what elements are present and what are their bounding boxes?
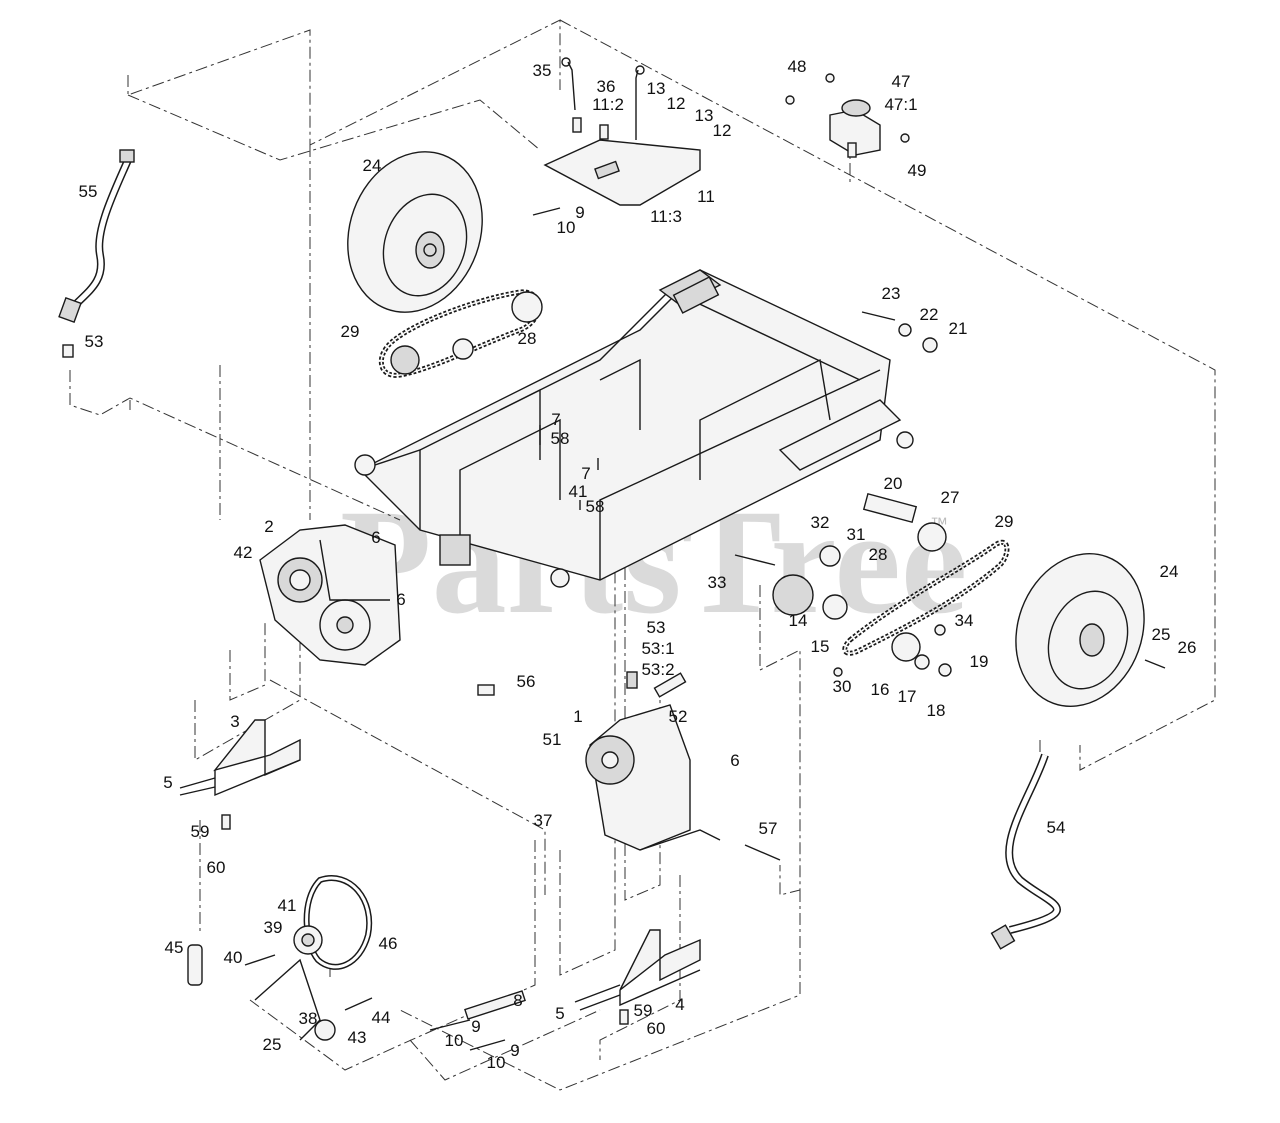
callout-25: 25 bbox=[263, 1035, 282, 1054]
callout-45: 45 bbox=[165, 938, 184, 957]
callout-47: 47 bbox=[892, 72, 911, 91]
callout-49: 49 bbox=[908, 161, 927, 180]
callout-54: 54 bbox=[1047, 818, 1066, 837]
transmission-right bbox=[585, 671, 721, 851]
oil-reservoir bbox=[829, 99, 881, 158]
callout-60: 60 bbox=[647, 1019, 666, 1038]
callout-51: 51 bbox=[543, 730, 562, 749]
frame-chassis bbox=[354, 269, 914, 588]
callout-11-3: 11:3 bbox=[650, 207, 682, 226]
wheel-right bbox=[1015, 552, 1145, 708]
callout-11: 11 bbox=[697, 187, 715, 206]
bracket-plate bbox=[543, 57, 701, 206]
callout-43: 43 bbox=[348, 1028, 367, 1047]
callout-7: 7 bbox=[581, 464, 590, 483]
callout-56: 56 bbox=[517, 672, 536, 691]
fasteners bbox=[429, 73, 1166, 1051]
callout-9: 9 bbox=[471, 1017, 480, 1036]
callout-58: 58 bbox=[586, 497, 605, 516]
callout-3: 3 bbox=[230, 712, 239, 731]
callout-16: 16 bbox=[871, 680, 890, 699]
callout-22: 22 bbox=[920, 305, 939, 324]
callout-2: 2 bbox=[264, 517, 273, 536]
callout-28: 28 bbox=[518, 329, 537, 348]
callout-4: 4 bbox=[675, 995, 684, 1014]
callout-10: 10 bbox=[445, 1031, 464, 1050]
callout-53-1: 53:1 bbox=[641, 639, 674, 658]
callout-26: 26 bbox=[1178, 638, 1197, 657]
callout-53: 53 bbox=[85, 332, 104, 351]
callout-5: 5 bbox=[163, 773, 172, 792]
callout-29: 29 bbox=[995, 512, 1014, 531]
callout-37: 37 bbox=[534, 811, 553, 830]
callout-15: 15 bbox=[811, 637, 830, 656]
wheel-top-left bbox=[347, 151, 483, 313]
callout-35: 35 bbox=[533, 61, 552, 80]
callout-52: 52 bbox=[669, 707, 688, 726]
callout-46: 46 bbox=[379, 934, 398, 953]
callout-10: 10 bbox=[557, 218, 576, 237]
callout-53: 53 bbox=[647, 618, 666, 637]
callout-10: 10 bbox=[487, 1053, 506, 1072]
transmission-left bbox=[259, 524, 401, 666]
callout-29: 29 bbox=[341, 322, 360, 341]
callout-6: 6 bbox=[396, 590, 405, 609]
belt-idler-assembly bbox=[187, 875, 526, 1041]
callout-34: 34 bbox=[955, 611, 974, 630]
callout-42: 42 bbox=[234, 543, 253, 562]
hose-left bbox=[58, 149, 135, 358]
callout-12: 12 bbox=[713, 121, 732, 140]
callout-58: 58 bbox=[551, 429, 570, 448]
callout-32: 32 bbox=[811, 513, 830, 532]
callout-18: 18 bbox=[927, 701, 946, 720]
callout-31: 31 bbox=[847, 525, 866, 544]
callout-30: 30 bbox=[833, 677, 852, 696]
callout-9: 9 bbox=[575, 203, 584, 222]
callout-13: 13 bbox=[647, 79, 666, 98]
mount-brackets bbox=[179, 719, 701, 1025]
callout-39: 39 bbox=[264, 918, 283, 937]
callout-59: 59 bbox=[191, 822, 210, 841]
callout-1: 1 bbox=[573, 707, 582, 726]
callout-24: 24 bbox=[363, 156, 382, 175]
hose-right bbox=[990, 753, 1061, 950]
callout-6: 6 bbox=[730, 751, 739, 770]
callout-12: 12 bbox=[667, 94, 686, 113]
callout-13: 13 bbox=[695, 106, 714, 125]
callout-33: 33 bbox=[708, 573, 727, 592]
callout-9: 9 bbox=[510, 1041, 519, 1060]
callout-48: 48 bbox=[788, 57, 807, 76]
callout-20: 20 bbox=[884, 474, 903, 493]
callout-5: 5 bbox=[555, 1004, 564, 1023]
callout-24: 24 bbox=[1160, 562, 1179, 581]
callout-59: 59 bbox=[634, 1001, 653, 1020]
callout-38: 38 bbox=[299, 1009, 318, 1028]
callout-44: 44 bbox=[372, 1008, 391, 1027]
callout-53-2: 53:2 bbox=[641, 660, 674, 679]
callout-21: 21 bbox=[949, 319, 968, 338]
callout-47-1: 47:1 bbox=[884, 95, 917, 114]
callout-36: 36 bbox=[597, 77, 616, 96]
callout-41: 41 bbox=[278, 896, 297, 915]
callout-55: 55 bbox=[79, 182, 98, 201]
callout-27: 27 bbox=[941, 488, 960, 507]
callout-8: 8 bbox=[513, 991, 522, 1010]
chain-top bbox=[378, 289, 543, 378]
chain-right bbox=[772, 492, 1010, 677]
callout-40: 40 bbox=[224, 948, 243, 967]
callout-28: 28 bbox=[869, 545, 888, 564]
callout-11-2: 11:2 bbox=[592, 95, 624, 114]
callout-17: 17 bbox=[898, 687, 917, 706]
callout-19: 19 bbox=[970, 652, 989, 671]
callout-7: 7 bbox=[551, 410, 560, 429]
callout-14: 14 bbox=[789, 611, 808, 630]
callout-41: 41 bbox=[569, 482, 588, 501]
callout-6: 6 bbox=[371, 528, 380, 547]
callout-60: 60 bbox=[207, 858, 226, 877]
callout-57: 57 bbox=[759, 819, 778, 838]
callout-25: 25 bbox=[1152, 625, 1171, 644]
callout-23: 23 bbox=[882, 284, 901, 303]
